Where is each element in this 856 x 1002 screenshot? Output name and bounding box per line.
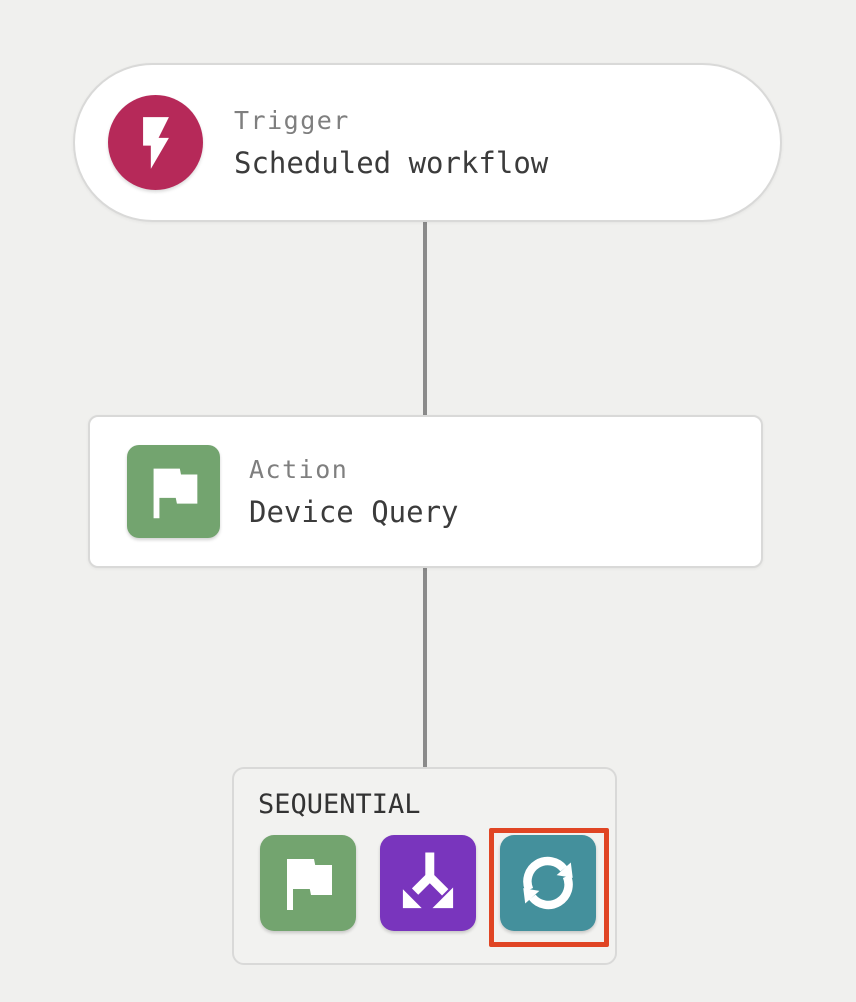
flag-icon: [287, 859, 332, 910]
sync-loop-button[interactable]: [500, 835, 596, 931]
action-node-label: Action: [249, 454, 349, 484]
trigger-node-title: Scheduled workflow: [234, 145, 549, 180]
split-branch-button[interactable]: [380, 835, 476, 931]
action-node-title: Device Query: [249, 494, 459, 529]
flag-icon: [127, 445, 220, 538]
connector-line-trigger-action: [423, 220, 427, 416]
sequential-item-row: [260, 835, 596, 931]
sync-loop-icon: [523, 856, 573, 910]
sequential-group: SEQUENTIAL: [232, 767, 617, 965]
lightning-bolt-icon: [108, 95, 203, 190]
connector-line-action-sequential: [423, 567, 427, 768]
flag-action-button[interactable]: [260, 835, 356, 931]
trigger-node-label: Trigger: [234, 105, 350, 135]
action-node[interactable]: Action Device Query: [88, 415, 763, 568]
trigger-node[interactable]: Trigger Scheduled workflow: [73, 63, 782, 222]
split-arrows-icon: [402, 852, 454, 909]
sequential-group-label: SEQUENTIAL: [258, 789, 421, 820]
